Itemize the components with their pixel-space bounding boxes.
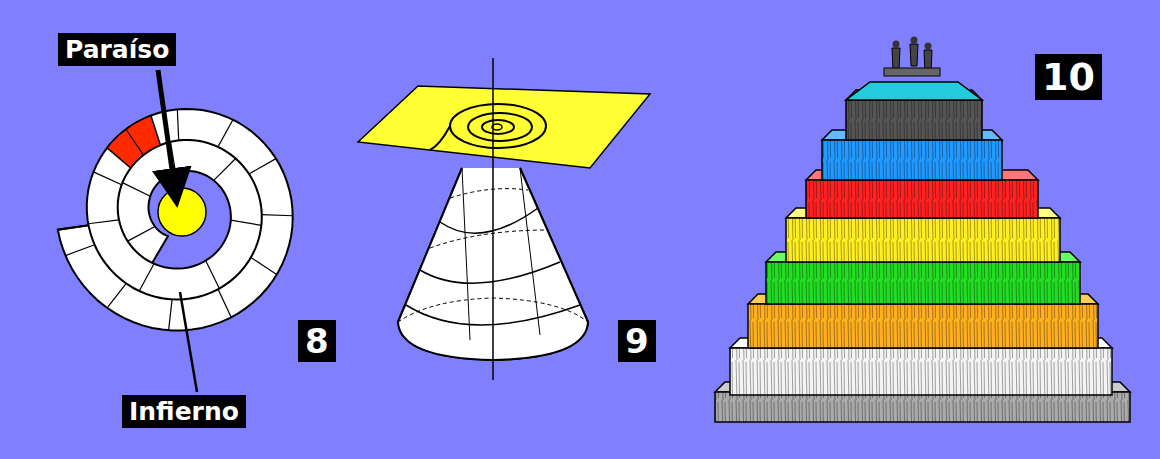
cell-divider [122,183,150,197]
cell-divider [169,299,172,330]
callout-number: 10 [1035,54,1102,100]
leader-arrow [158,70,176,198]
tier-texture [806,180,1038,218]
stepped-pyramid [715,37,1130,423]
infierno-cell [107,116,160,168]
callout-number: 9 [618,320,656,362]
tier-face [766,262,1080,304]
leader-line [180,292,197,392]
tier-face [806,180,1038,218]
figure-body [910,44,918,66]
tier-face [730,348,1112,395]
tier-face [822,140,1002,180]
cell-divider [93,172,121,185]
cell-divider [139,264,154,291]
cell-divider [206,261,220,289]
tier-face [846,100,982,140]
cell-divider [262,215,293,216]
cell-divider [88,220,119,224]
callout-number: 8 [298,320,336,362]
figure-head [911,37,918,44]
cell-divider [128,226,155,241]
figure-body [892,48,900,70]
tier-texture [822,140,1002,180]
cell-divider [251,257,277,274]
spiral-figure [58,109,293,330]
cell-divider [249,159,276,174]
cell-divider [58,225,89,229]
cone-figure [358,58,650,380]
figure-base [884,68,940,76]
top-platform [846,82,982,100]
cell-divider [177,109,178,140]
cell-divider [107,283,126,307]
tier-face [786,218,1060,262]
tier-texture [748,304,1098,348]
figure-head [925,43,932,50]
cell-divider [218,120,233,147]
figure-head [893,41,900,48]
paraiso-circle [158,188,206,236]
cell-divider [218,289,231,317]
tier-texture [846,100,982,140]
cell-divider [214,159,236,181]
spiral-band [58,109,293,330]
cell-divider [126,129,143,155]
tier-texture [715,392,1130,422]
cell-divider [66,245,95,256]
tier-texture [730,348,1112,395]
region-label: Infierno [122,395,246,428]
region-label: Paraíso [58,33,176,66]
tier-texture [766,262,1080,304]
tier-face [715,392,1130,422]
tier-texture [786,218,1060,262]
tier-face [748,304,1098,348]
cell-divider [231,220,262,225]
